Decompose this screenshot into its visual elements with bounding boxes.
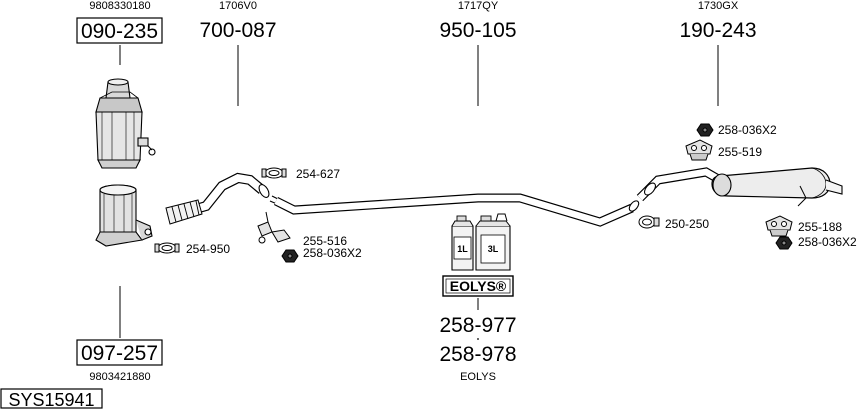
clamp-icon (638, 215, 660, 229)
part-090-235[interactable]: 9808330180 090-235 (76, 0, 163, 65)
label-258-036x2-c: 258-036X2 (798, 235, 857, 249)
hanger-icon (765, 215, 793, 237)
part-number-190-243: 190-243 (679, 19, 756, 42)
label-255-516: 255-516 (303, 234, 347, 248)
part-190-243[interactable]: 1730GX 190-243 (679, 0, 757, 106)
ref-1717QY: 1717QY (458, 0, 499, 12)
particulate-filter (95, 184, 153, 247)
nut-258-036x2-b[interactable]: 258-036X2 (696, 123, 777, 137)
ref-1706V0: 1706V0 (219, 0, 257, 12)
system-id-text: SYS15941 (8, 390, 94, 409)
part-number-097-257: 097-257 (81, 342, 158, 365)
flex-joint (165, 199, 203, 225)
label-258-036x2-a: 258-036X2 (303, 246, 362, 260)
front-pipe (165, 172, 279, 225)
part-950-105[interactable]: 1717QY 950-105 (439, 0, 517, 106)
eolys-additive-cans: 1L 3L (451, 213, 511, 271)
nut-icon (281, 249, 299, 263)
system-id: SYS15941 (0, 388, 103, 409)
rear-muffler (636, 167, 843, 207)
ref-9803421880: 9803421880 (89, 371, 150, 383)
part-258-978[interactable]: 258-978 EOLYS (439, 343, 516, 383)
label-255-188: 255-188 (798, 220, 842, 234)
hanger-255-519[interactable]: 255-519 (685, 139, 762, 161)
part-258-977[interactable]: 258-977 (439, 314, 516, 337)
clamp-250-250[interactable]: 250-250 (638, 215, 709, 231)
clamp-254-627[interactable]: 254-627 (261, 167, 340, 181)
ref-eolys: EOLYS (460, 371, 496, 383)
part-097-257[interactable]: 097-257 9803421880 (76, 286, 163, 383)
label-254-950: 254-950 (186, 242, 230, 256)
clamp-icon (154, 242, 180, 254)
part-number-258-977: 258-977 (439, 314, 516, 337)
part-number-258-978: 258-978 (439, 343, 516, 366)
separator-dot (477, 338, 479, 340)
nut-icon (775, 236, 793, 250)
nut-icon (696, 123, 714, 137)
part-number-950-105: 950-105 (439, 19, 516, 42)
clamp-icon (261, 167, 287, 179)
nut-258-036x2-a[interactable]: 258-036X2 (281, 246, 362, 263)
nut-258-036x2-c[interactable]: 258-036X2 (775, 235, 857, 250)
middle-pipe (273, 193, 640, 227)
label-250-250: 250-250 (665, 217, 709, 231)
part-number-box (76, 17, 163, 44)
can-1l-label: 1L (457, 244, 468, 254)
part-number-090-235: 090-235 (81, 20, 158, 43)
ref-1730GX: 1730GX (698, 0, 739, 12)
hanger-255-188[interactable]: 255-188 (765, 215, 842, 237)
clamp-254-950[interactable]: 254-950 (154, 242, 230, 256)
can-3l-label: 3L (488, 244, 499, 254)
hanger-icon (685, 139, 713, 161)
label-254-627: 254-627 (296, 167, 340, 181)
hanger-icon (257, 211, 291, 244)
part-700-087[interactable]: 1706V0 700-087 (199, 0, 277, 106)
hanger-255-516[interactable]: 255-516 (257, 211, 347, 248)
part-number-700-087: 700-087 (199, 19, 276, 42)
part-number-box (76, 339, 163, 366)
catalytic-converter (95, 78, 156, 169)
eolys-badge: EOLYS® (442, 275, 514, 297)
ref-9808330180: 9808330180 (89, 0, 150, 12)
eolys-label: EOLYS® (450, 278, 507, 294)
label-255-519: 255-519 (718, 145, 762, 159)
label-258-036x2-b: 258-036X2 (718, 123, 777, 137)
